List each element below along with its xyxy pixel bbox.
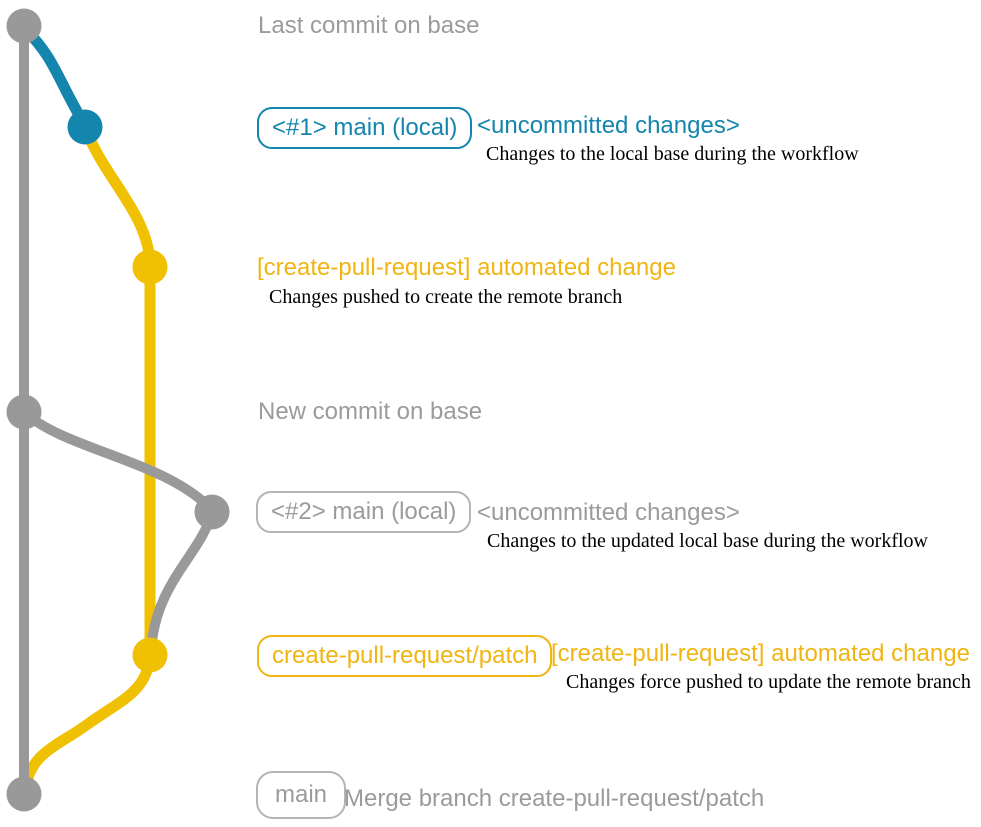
new-commit-on-base-label: New commit on base <box>258 398 483 425</box>
commit-node-last-base <box>6 8 42 44</box>
branch-badge-main-local-2: <#2> main (local) <box>256 491 472 533</box>
branch-badge-patch: create-pull-request/patch <box>257 635 553 677</box>
uncommitted-changes-2-label: <uncommitted changes> <box>477 499 740 526</box>
automated-change-2-label: [create-pull-request] automated change <box>551 640 970 667</box>
uncommitted-changes-1-label: <uncommitted changes> <box>477 112 740 139</box>
commit-node-new-base <box>6 394 42 430</box>
automated-change-1-label: [create-pull-request] automated change <box>257 254 676 281</box>
base-to-local-main2-curve <box>19 407 217 515</box>
branch-badge-main-label: main <box>256 771 347 819</box>
branch-badge-main-local-1: <#1> main (local) <box>257 107 473 149</box>
local-main2-to-patch-curve <box>146 508 217 655</box>
branch-badge-patch-label: create-pull-request/patch <box>257 635 553 677</box>
pushed-to-create-note: Changes pushed to create the remote bran… <box>269 286 623 308</box>
commit-node-local-main-1 <box>67 109 103 145</box>
commit-node-local-main-2 <box>194 494 230 530</box>
branch-badge-main-local-2-label: <#2> main (local) <box>256 491 472 533</box>
local-base-changes-note: Changes to the local base during the wor… <box>486 143 859 165</box>
pr-branch-upper-curve <box>79 121 156 268</box>
commit-node-merge <box>6 776 42 812</box>
commit-node-pr-1 <box>132 249 168 285</box>
local-main-branch-curve <box>20 24 91 131</box>
commit-node-pr-2 <box>132 637 168 673</box>
branch-badge-main-local-1-label: <#1> main (local) <box>257 107 473 149</box>
last-commit-on-base-label: Last commit on base <box>258 12 480 39</box>
branch-badge-main: main <box>256 771 347 819</box>
merge-branch-message: Merge branch create-pull-request/patch <box>344 785 765 812</box>
pr-merge-curve <box>19 649 156 796</box>
force-pushed-note: Changes force pushed to update the remot… <box>566 671 971 693</box>
updated-local-base-changes-note: Changes to the updated local base during… <box>487 530 928 552</box>
